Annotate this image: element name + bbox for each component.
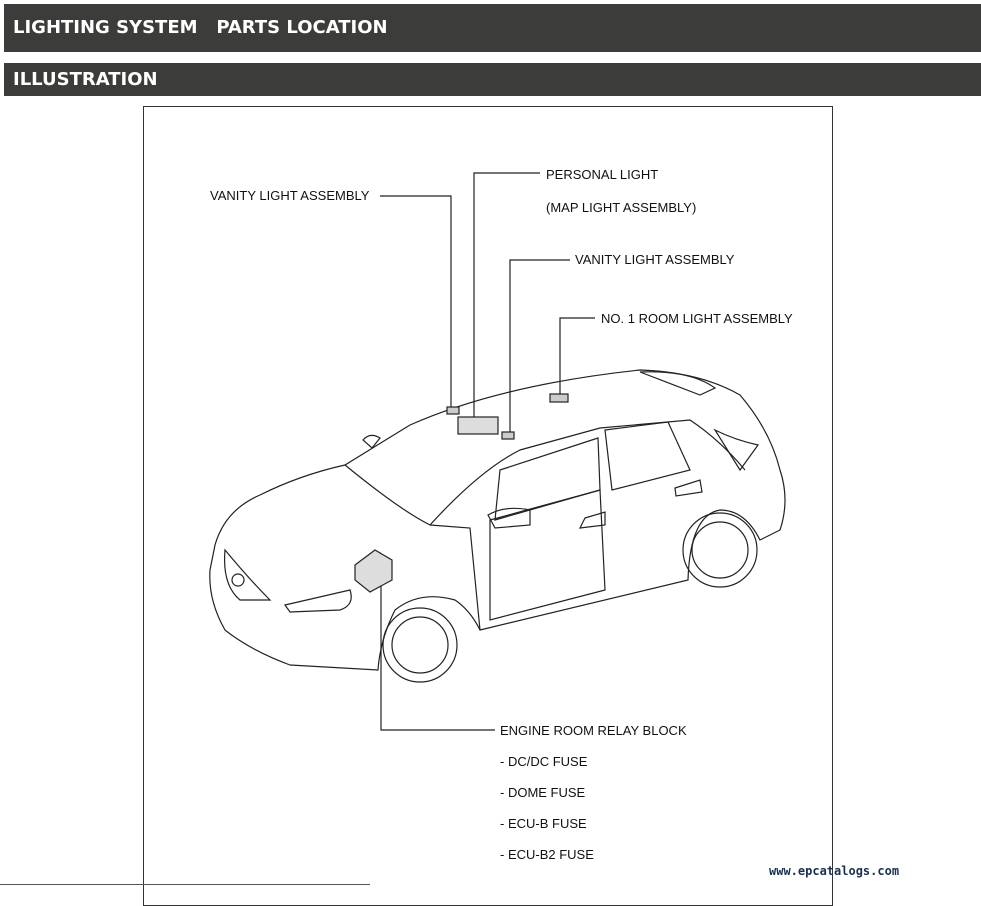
leader-line bbox=[473, 172, 540, 418]
label-personal-light: PERSONAL LIGHT bbox=[546, 167, 659, 182]
leader-line bbox=[559, 317, 595, 395]
divider bbox=[0, 884, 370, 885]
relay-block bbox=[354, 549, 393, 593]
label-vanity-light-right: VANITY LIGHT ASSEMBLY bbox=[575, 252, 735, 267]
fuse-item: - DC/DC FUSE bbox=[500, 754, 588, 769]
label-vanity-light-left: VANITY LIGHT ASSEMBLY bbox=[210, 188, 370, 203]
fuse-item: - DOME FUSE bbox=[500, 785, 586, 800]
fuse-item: - ECU-B2 FUSE bbox=[500, 847, 594, 862]
label-room-light: NO. 1 ROOM LIGHT ASSEMBLY bbox=[601, 311, 793, 326]
label-relay-block: ENGINE ROOM RELAY BLOCK bbox=[500, 723, 687, 738]
label-map-light: (MAP LIGHT ASSEMBLY) bbox=[546, 200, 697, 215]
watermark: www.epcatalogs.com bbox=[769, 864, 900, 878]
room-light bbox=[549, 393, 569, 403]
fuse-item: - ECU-B FUSE bbox=[500, 816, 587, 831]
leader-line bbox=[380, 580, 495, 731]
section-header: ILLUSTRATION bbox=[4, 63, 981, 96]
leader-line bbox=[509, 259, 570, 433]
leader-line bbox=[380, 195, 452, 408]
vanity-light-left bbox=[446, 406, 460, 415]
personal-light bbox=[457, 416, 499, 435]
page-title: LIGHTING SYSTEM PARTS LOCATION bbox=[4, 4, 981, 52]
vanity-light-right bbox=[501, 431, 515, 440]
